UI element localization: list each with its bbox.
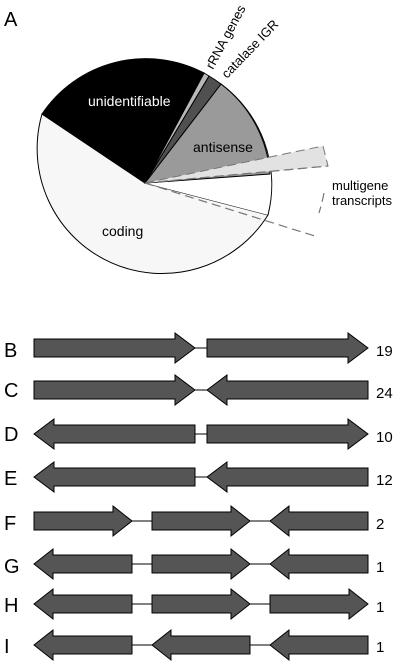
gene-arrow (33, 332, 196, 364)
pie-slice-unidentifiable (41, 58, 205, 184)
panel-a-letter: A (4, 9, 18, 31)
gene-arrow (151, 587, 251, 621)
row-count-f: 2 (376, 516, 384, 533)
gene-arrow (33, 374, 196, 406)
pie-outline (220, 83, 273, 216)
row-letter-f: F (4, 513, 16, 535)
gene-arrow (269, 628, 369, 662)
gene-arrow (151, 628, 251, 662)
gene-arrow (269, 587, 369, 621)
row-count-d: 10 (376, 429, 393, 446)
row-letter-e: E (4, 468, 17, 490)
pie-slice-coding (36, 113, 269, 275)
gene-arrow (151, 504, 251, 538)
row-letter-g: G (4, 556, 20, 578)
row-letter-c: C (4, 380, 18, 402)
label-multigene-line1: multigene (332, 178, 388, 193)
row-count-i: 1 (376, 639, 384, 656)
label-unidentifiable: unidentifiable (88, 93, 171, 109)
label-multigene-line2: transcripts (332, 193, 392, 208)
row-count-h: 1 (376, 599, 384, 616)
row-letter-b: B (4, 340, 17, 362)
gene-arrangement-rows: B 19 C 24 D 10 E 12 F 2 G (4, 332, 393, 662)
gene-arrow (206, 461, 369, 493)
gene-arrow (269, 547, 369, 581)
row-count-b: 19 (376, 343, 393, 360)
gene-arrow (33, 461, 196, 493)
gene-arrow (206, 332, 369, 364)
multigene-dash-line-top (144, 165, 329, 184)
row-count-c: 24 (376, 385, 393, 402)
gene-arrow (269, 504, 369, 538)
row-letter-i: I (4, 636, 10, 658)
gene-arrow (33, 547, 133, 581)
gene-arrow (33, 587, 133, 621)
label-antisense: antisense (193, 139, 253, 155)
gene-arrow (33, 418, 196, 450)
row-count-g: 1 (376, 559, 384, 576)
gene-arrow (206, 418, 369, 450)
multigene-dash-arc (318, 192, 325, 214)
label-coding: coding (102, 223, 143, 239)
row-letter-d: D (4, 424, 18, 446)
pie-chart (36, 58, 329, 275)
pie-slice-multigene-transcripts (145, 174, 271, 215)
row-letter-h: H (4, 595, 18, 617)
gene-arrow (151, 547, 251, 581)
row-count-e: 12 (376, 472, 393, 489)
gene-arrow (33, 628, 133, 662)
gene-arrow (206, 374, 369, 406)
multigene-dash-line-bottom (144, 182, 319, 238)
gene-arrow (33, 504, 133, 538)
